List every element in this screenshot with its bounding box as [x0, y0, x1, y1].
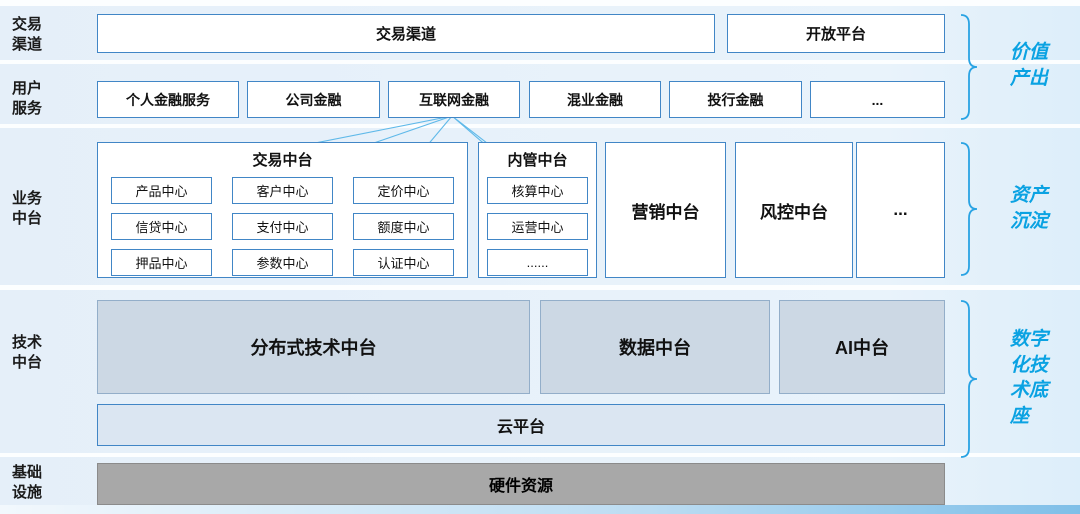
- cell-collateral-center: 押品中心: [111, 249, 212, 276]
- layer-label-channel: 交易 渠道: [12, 16, 43, 53]
- box-trade-channel: 交易渠道: [97, 14, 715, 53]
- label-digital-base: 数字 化技 术底 座: [1010, 329, 1049, 427]
- box-ai-platform: AI中台: [779, 300, 945, 394]
- group-trade-platform: 交易中台 产品中心 客户中心 定价中心 信贷中心 支付中心 额度中心 押品中心 …: [97, 142, 468, 278]
- box-open-platform: 开放平台: [727, 14, 945, 53]
- cell-product-center: 产品中心: [111, 177, 212, 204]
- box-marketing-platform: 营销中台: [605, 142, 726, 278]
- box-business-more: ...: [856, 142, 945, 278]
- box-personal-finance: 个人金融服务: [97, 81, 239, 118]
- cell-credit-center: 信贷中心: [111, 213, 212, 240]
- box-risk-platform: 风控中台: [735, 142, 853, 278]
- box-corporate-finance: 公司金融: [247, 81, 380, 118]
- box-investment-finance: 投行金融: [669, 81, 802, 118]
- cell-internal-more: ......: [487, 249, 588, 276]
- internal-platform-grid: 核算中心 运营中心 ......: [479, 170, 596, 276]
- layer-label-tech: 技术 中台: [12, 334, 43, 371]
- cell-accounting-center: 核算中心: [487, 177, 588, 204]
- label-asset-deposit: 资产 沉淀: [1010, 185, 1049, 232]
- cell-parameter-center: 参数中心: [232, 249, 333, 276]
- brace-value-output: [960, 14, 978, 120]
- box-user-services-more: ...: [810, 81, 945, 118]
- group-internal-platform: 内管中台 核算中心 运营中心 ......: [478, 142, 597, 278]
- cell-operation-center: 运营中心: [487, 213, 588, 240]
- brace-digital-base: [960, 300, 978, 458]
- layer-label-infra: 基础 设施: [12, 464, 43, 501]
- box-data-platform: 数据中台: [540, 300, 770, 394]
- trade-platform-title: 交易中台: [252, 152, 313, 169]
- cell-payment-center: 支付中心: [232, 213, 333, 240]
- box-internet-finance: 互联网金融: [388, 81, 520, 118]
- bottom-gradient: [0, 505, 1080, 514]
- cell-pricing-center: 定价中心: [353, 177, 454, 204]
- layer-label-business: 业务 中台: [12, 190, 43, 227]
- internal-platform-title: 内管中台: [507, 152, 568, 169]
- box-cloud-platform: 云平台: [97, 404, 945, 446]
- brace-asset-deposit: [960, 142, 978, 276]
- layer-label-user: 用户 服务: [12, 80, 43, 117]
- cell-customer-center: 客户中心: [232, 177, 333, 204]
- label-value-output: 价值 产出: [1010, 42, 1049, 89]
- box-hardware-resources: 硬件资源: [97, 463, 945, 505]
- cell-quota-center: 额度中心: [353, 213, 454, 240]
- box-distributed-tech-platform: 分布式技术中台: [97, 300, 530, 394]
- box-mixed-finance: 混业金融: [529, 81, 661, 118]
- trade-platform-grid: 产品中心 客户中心 定价中心 信贷中心 支付中心 额度中心 押品中心 参数中心 …: [98, 170, 467, 276]
- cell-auth-center: 认证中心: [353, 249, 454, 276]
